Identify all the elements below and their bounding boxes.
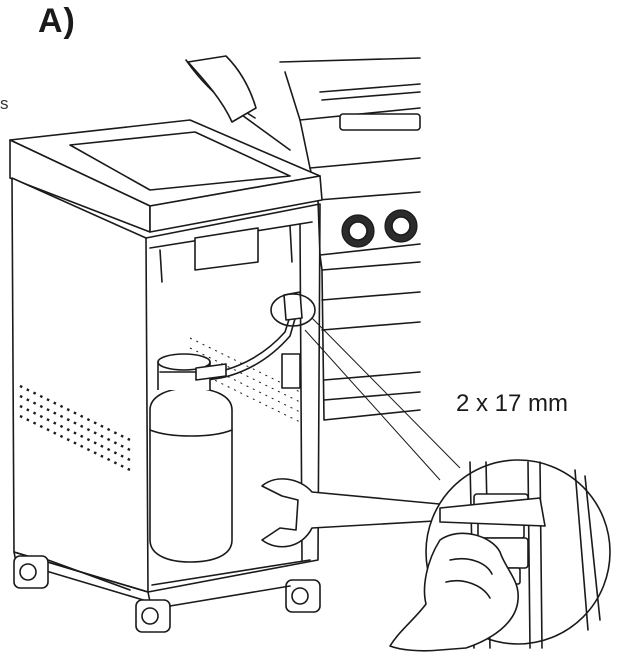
step-label: A)	[38, 2, 76, 40]
gas-bottle-illustration	[149, 353, 233, 563]
grill-body-illustration	[185, 55, 421, 421]
magnified-detail	[389, 459, 611, 652]
vent-holes	[19, 337, 301, 472]
caster-wheel	[13, 555, 321, 633]
wrench-size-label: 2 x 17 mm	[456, 390, 569, 417]
margin-text-fragment: s	[0, 94, 9, 113]
side-cabinet-illustration	[9, 119, 461, 633]
wrench-illustration	[261, 478, 453, 548]
